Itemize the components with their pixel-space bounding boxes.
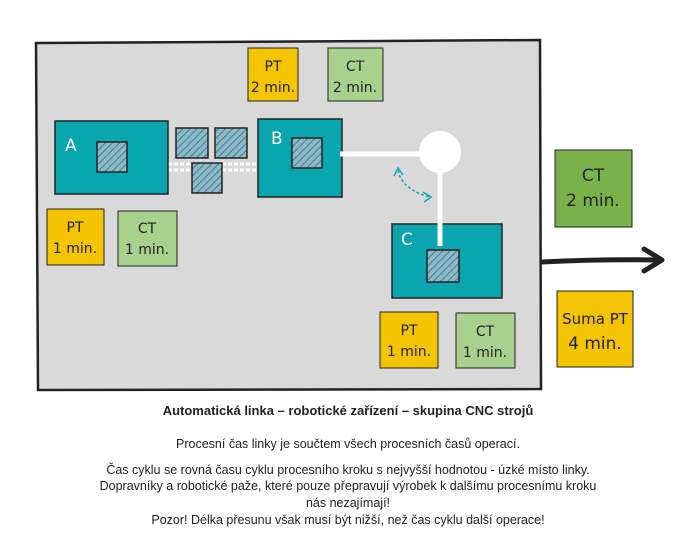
note-a-ct: CT 1 min. <box>117 210 178 267</box>
note-top-ct: CT 2 min. <box>327 47 384 102</box>
caption-line: Pozor! Délka přesunu však musí být nižší… <box>151 513 545 527</box>
note-line: 1 min. <box>125 242 169 258</box>
robot-arm <box>340 131 461 246</box>
caption-line: Dopravníky a robotické paže, které pouze… <box>99 479 597 493</box>
note-output-sum-pt: Suma PT 4 min. <box>556 290 634 368</box>
note-line: Suma PT <box>562 310 629 328</box>
note-line: PT <box>265 59 282 75</box>
conveyor-part <box>191 162 223 194</box>
note-line: 1 min. <box>463 345 507 361</box>
note-a-pt: PT 1 min. <box>46 208 105 266</box>
station-a: A <box>54 120 169 195</box>
workpiece <box>291 137 323 169</box>
note-top-pt: PT 2 min. <box>247 47 299 102</box>
output-arrow <box>539 246 665 274</box>
note-line: CT <box>346 59 365 75</box>
note-line: 1 min. <box>53 241 97 257</box>
conveyor-part <box>214 127 248 159</box>
note-line: PT <box>67 220 84 236</box>
workpiece <box>96 141 128 173</box>
workpiece <box>426 249 460 283</box>
caption-line: Procesní čas linky je součtem všech proc… <box>176 437 520 451</box>
station-c: C <box>391 223 503 299</box>
caption-title: Automatická linka – robotické zařízení –… <box>162 403 534 418</box>
conveyor-part <box>175 127 209 159</box>
note-line: 4 min. <box>568 334 622 354</box>
station-a-label: A <box>65 136 77 156</box>
note-line: 2 min. <box>333 80 377 96</box>
note-line: PT <box>401 323 418 339</box>
caption-line: Čas cyklu se rovná času cyklu procesního… <box>106 463 590 477</box>
caption-line: nás nezajímají! <box>305 496 391 510</box>
note-line: CT <box>582 166 605 186</box>
robot-joint <box>419 131 461 173</box>
note-line: 2 min. <box>566 191 620 211</box>
note-line: 1 min. <box>387 344 431 360</box>
note-c-ct: CT 1 min. <box>455 312 516 369</box>
note-line: 2 min. <box>251 80 295 96</box>
station-b-label: B <box>271 129 283 149</box>
note-line: CT <box>476 324 495 340</box>
station-c-label: C <box>401 230 413 250</box>
production-line-diagram: A B C PT 2 min. CT 2 min. PT <box>34 38 665 392</box>
station-b: B <box>257 118 343 198</box>
note-c-pt: PT 1 min. <box>379 311 439 369</box>
note-output-ct: CT 2 min. <box>554 149 633 228</box>
note-line: CT <box>138 221 157 237</box>
conveyor <box>168 127 258 194</box>
